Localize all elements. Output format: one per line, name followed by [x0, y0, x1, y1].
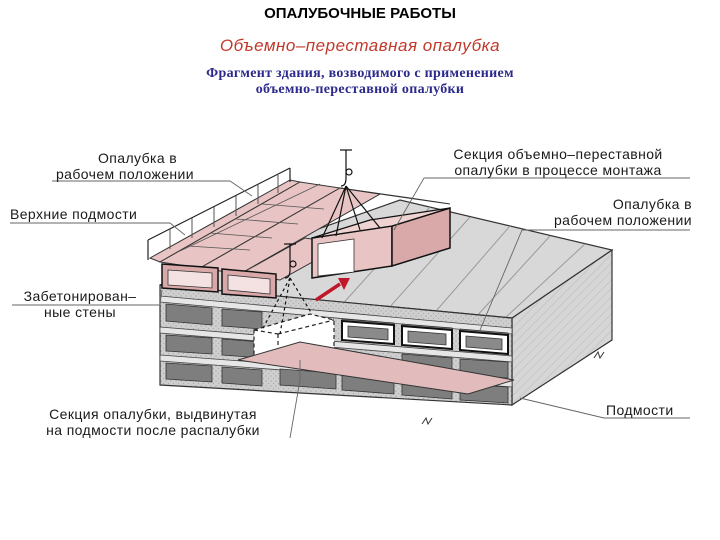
label-formwork-working-right: Опалубка в рабочем положении — [516, 196, 692, 228]
label-section-pulled-out: Секция опалубки, выдвинутая на подмости … — [12, 406, 294, 438]
label-section-pulled-out-line-1: Секция опалубки, выдвинутая — [12, 406, 294, 422]
label-formwork-working-right-line-2: рабочем положении — [516, 212, 692, 228]
label-upper-scaffold: Верхние подмости — [10, 206, 137, 222]
label-scaffold: Подмости — [606, 402, 674, 418]
label-concrete-walls-line-1: Забетонирован– — [12, 288, 148, 304]
label-section-pulled-out-line-2: на подмости после распалубки — [12, 422, 294, 438]
label-formwork-working-left-line-2: рабочем положении — [56, 166, 194, 182]
label-section-mounting-line-2: опалубки в процессе монтажа — [420, 162, 696, 178]
label-concrete-walls: Забетонирован– ные стены — [12, 288, 148, 320]
label-section-mounting: Секция объемно–переставной опалубки в пр… — [420, 146, 696, 178]
label-formwork-working-left-line-1: Опалубка в — [98, 150, 194, 166]
label-formwork-working-right-line-1: Опалубка в — [516, 196, 692, 212]
label-concrete-walls-line-2: ные стены — [12, 304, 148, 320]
label-formwork-working-left: Опалубка в рабочем положении — [98, 150, 194, 182]
label-section-mounting-line-1: Секция объемно–переставной — [420, 146, 696, 162]
